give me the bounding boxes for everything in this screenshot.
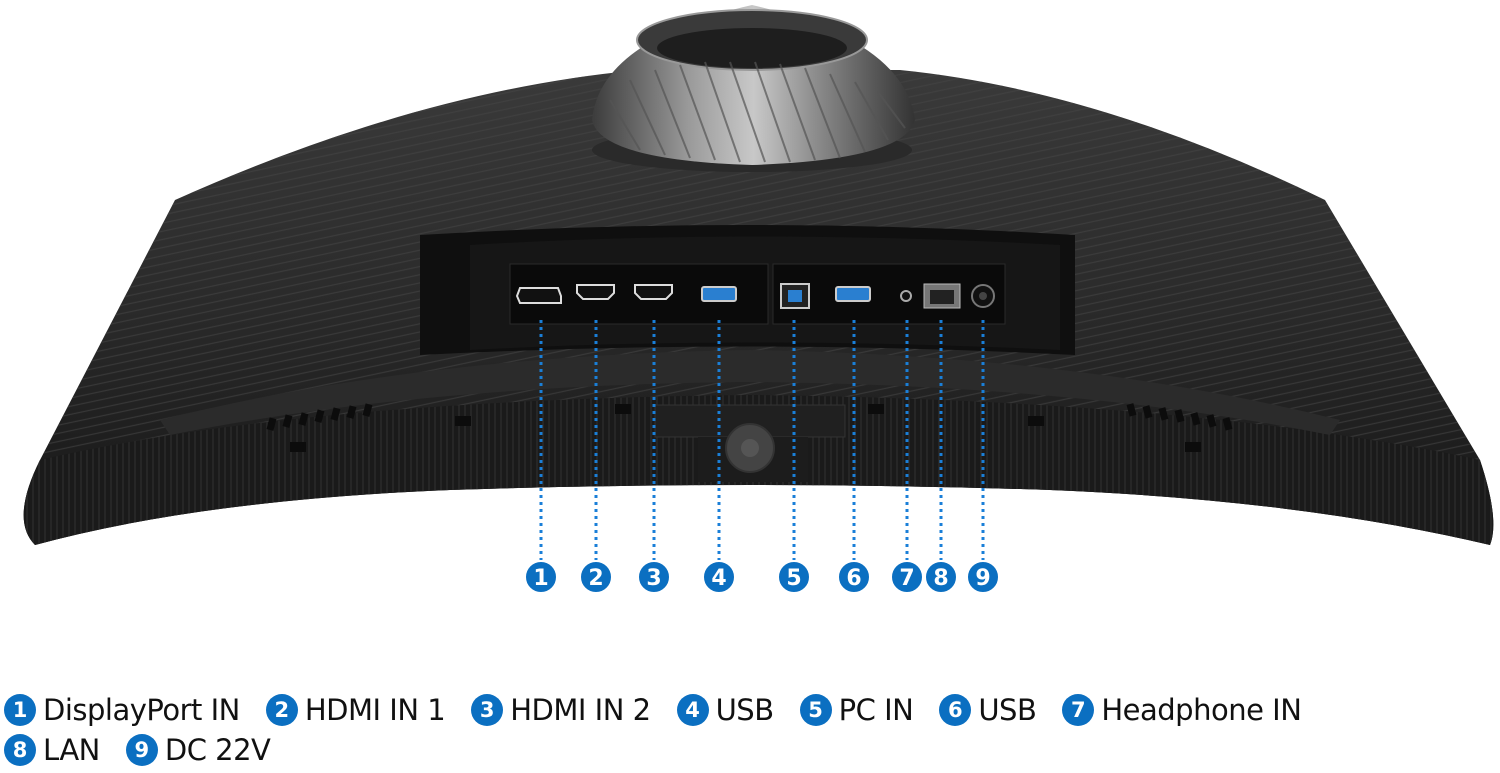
port-legend: 1 DisplayPort IN 2 HDMI IN 1 3 HDMI IN 2… (4, 690, 1494, 770)
callout-7: 7 (890, 560, 924, 594)
legend-label: PC IN (838, 693, 914, 727)
displayport-port-icon (515, 287, 562, 304)
legend-label: HDMI IN 1 (304, 693, 446, 727)
legend-number-badge: 4 (676, 694, 709, 726)
legend-item-displayport: 1 DisplayPort IN (4, 693, 240, 727)
legend-label: Headphone IN (1101, 693, 1302, 727)
control-joystick (654, 404, 846, 482)
legend-label: HDMI IN 2 (510, 693, 651, 727)
legend-label: DisplayPort IN (43, 693, 240, 727)
headphone-jack-icon (900, 290, 912, 302)
legend-item-usb-6: 6 USB (939, 693, 1037, 727)
legend-item-dc-power: 9 DC 22V (125, 733, 271, 767)
leader-lines (539, 320, 985, 560)
usb-a-port-icon (701, 286, 737, 302)
legend-item-usb-4: 4 USB (676, 693, 775, 727)
legend-item-lan: 8 LAN (4, 733, 100, 767)
legend-item-hdmi-2: 3 HDMI IN 2 (471, 693, 651, 727)
port-panel (509, 263, 1006, 325)
ethernet-port-icon (923, 283, 961, 309)
callout-6: 6 (837, 560, 871, 594)
legend-number-badge: 3 (471, 694, 504, 726)
legend-label: USB (978, 693, 1037, 727)
legend-label: DC 22V (164, 733, 271, 767)
legend-number-badge: 1 (4, 694, 36, 726)
callout-1: 1 (524, 560, 558, 594)
callout-3: 3 (637, 560, 671, 594)
vent-slots (266, 403, 1233, 452)
callout-2: 2 (579, 560, 613, 594)
legend-number-badge: 8 (4, 734, 36, 766)
usb-b-port-icon (780, 283, 810, 309)
usb-a-port-icon (835, 286, 871, 302)
callout-8: 8 (924, 560, 958, 594)
hdmi-1-port-icon (576, 284, 615, 300)
callout-5: 5 (777, 560, 811, 594)
legend-number-badge: 7 (1062, 694, 1095, 726)
callout-4: 4 (702, 560, 736, 594)
legend-number-badge: 9 (125, 734, 158, 766)
hdmi-2-port-icon (634, 284, 673, 300)
legend-number-badge: 5 (799, 694, 832, 726)
legend-item-headphone: 7 Headphone IN (1062, 693, 1302, 727)
callout-9: 9 (966, 560, 1000, 594)
legend-label: LAN (43, 733, 100, 767)
legend-row-1: 1 DisplayPort IN 2 HDMI IN 1 3 HDMI IN 2… (4, 690, 1494, 730)
legend-row-2: 8 LAN 9 DC 22V (4, 730, 1494, 770)
legend-label: USB (715, 693, 775, 727)
dc-power-jack-icon (971, 284, 995, 308)
legend-number-badge: 2 (265, 694, 298, 726)
legend-item-pc-in: 5 PC IN (799, 693, 914, 727)
legend-number-badge: 6 (939, 694, 972, 726)
legend-item-hdmi-1: 2 HDMI IN 1 (265, 693, 446, 727)
stand-ring (592, 5, 915, 172)
